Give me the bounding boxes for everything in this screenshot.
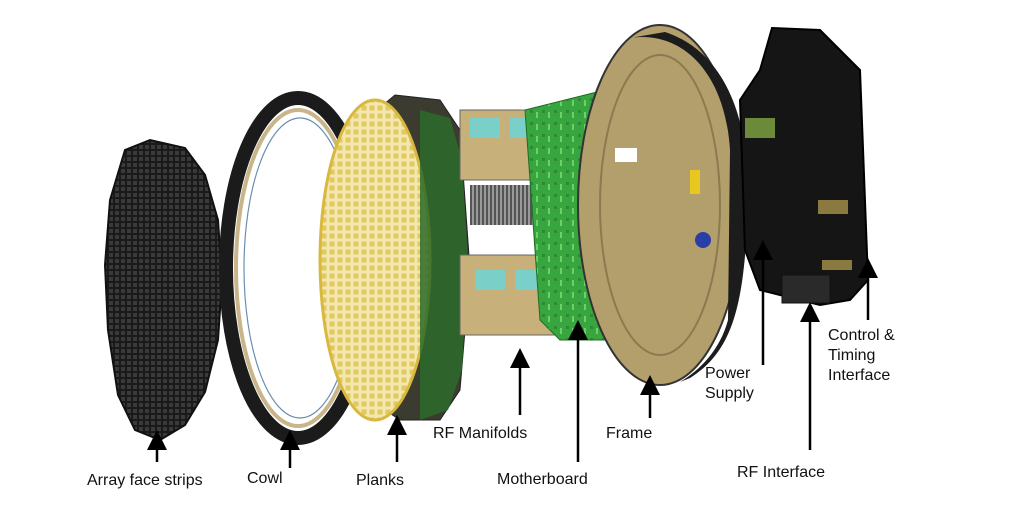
leader-arrows (147, 240, 878, 468)
label-control-line-1: Control & (828, 327, 895, 344)
label-control-timing-interface: Control & Timing Interface (828, 326, 895, 386)
array-face-strips (103, 138, 224, 442)
planks (318, 94, 471, 422)
label-control-line-2: Timing (828, 347, 876, 364)
label-control-line-3: Interface (828, 367, 891, 384)
label-array-face-strips: Array face strips (87, 472, 203, 489)
label-rf-manifolds: RF Manifolds (433, 425, 528, 442)
frame (577, 24, 749, 386)
label-frame: Frame (606, 425, 653, 442)
label-rf-interface: RF Interface (737, 464, 826, 481)
label-power-supply-line-2: Supply (705, 385, 754, 402)
power-supply (738, 26, 870, 307)
label-motherboard: Motherboard (497, 471, 588, 488)
rf-interface-connector (781, 274, 831, 304)
label-power-supply: Power Supply (705, 364, 754, 404)
label-planks: Planks (356, 472, 405, 489)
label-power-supply-line-1: Power (705, 365, 751, 382)
label-cowl: Cowl (247, 470, 283, 487)
